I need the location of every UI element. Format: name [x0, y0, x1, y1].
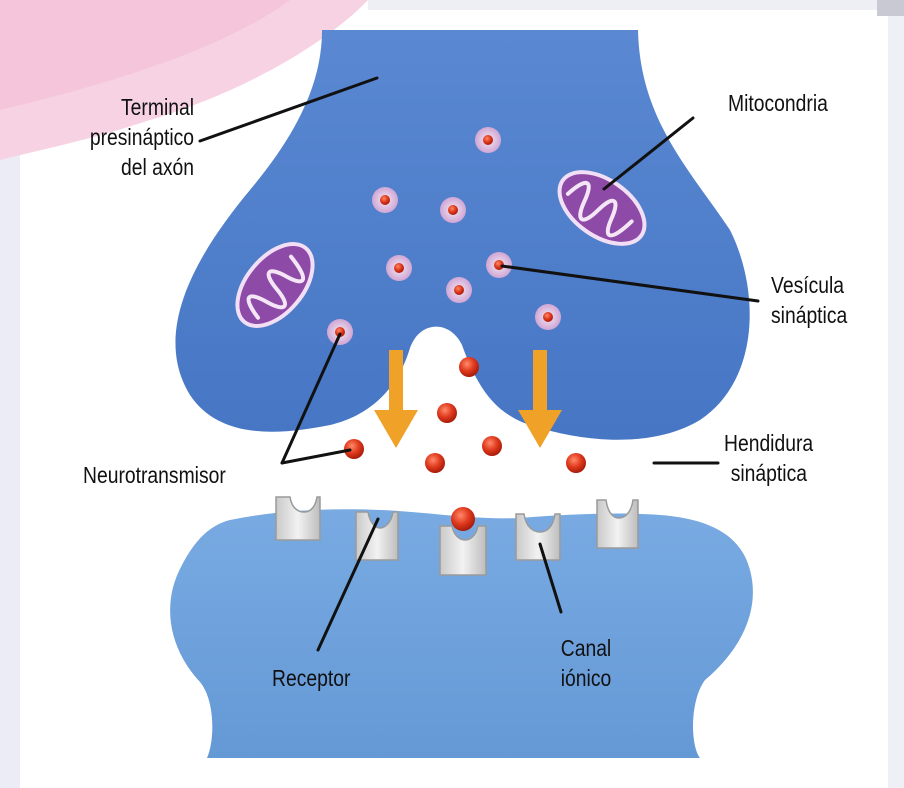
vesicle [372, 187, 398, 213]
neurotransmitter [459, 357, 479, 377]
neurotransmitter [566, 453, 586, 473]
label-terminal-line1: Terminal [90, 92, 194, 122]
vesicle [535, 304, 561, 330]
label-receptor: Receptor [272, 663, 350, 693]
label-neurotransmisor: Neurotransmisor [83, 460, 226, 490]
right-background-strip [888, 0, 904, 788]
corner-block [877, 0, 904, 16]
vesicle [327, 319, 353, 345]
top-right-background-strip [368, 0, 904, 10]
label-vesicula-line1: Vesícula [771, 270, 847, 300]
label-terminal-presinaptico: Terminal presináptico del axón [90, 92, 194, 182]
receptor-5 [597, 500, 638, 548]
label-vesicula-line2: sináptica [771, 300, 847, 330]
neurotransmitter [482, 436, 502, 456]
vesicle [486, 252, 512, 278]
vesicle [446, 277, 472, 303]
label-hendidura-line1: Hendidura [724, 428, 813, 458]
label-hendidura-line2: sináptica [724, 458, 813, 488]
vesicle [440, 197, 466, 223]
label-mitocondria: Mitocondria [728, 88, 828, 118]
label-canal-line2: iónico [552, 663, 619, 693]
label-terminal-line2: presináptico [90, 122, 194, 152]
bound-neurotransmitter [451, 507, 475, 531]
label-terminal-line3: del axón [90, 152, 194, 182]
label-vesicula-sinaptica: Vesícula sináptica [771, 270, 847, 330]
label-canal-ionico: Canal iónico [552, 633, 619, 693]
receptor-1 [276, 497, 320, 540]
label-hendidura-sinaptica: Hendidura sináptica [724, 428, 813, 488]
neurotransmitter [437, 403, 457, 423]
vesicle [386, 255, 412, 281]
vesicle [475, 127, 501, 153]
presynaptic-terminal [175, 30, 749, 440]
label-canal-line1: Canal [552, 633, 619, 663]
neurotransmitter [425, 453, 445, 473]
leader-neurotransmisor-b [282, 450, 350, 463]
neurotransmitter [344, 439, 364, 459]
